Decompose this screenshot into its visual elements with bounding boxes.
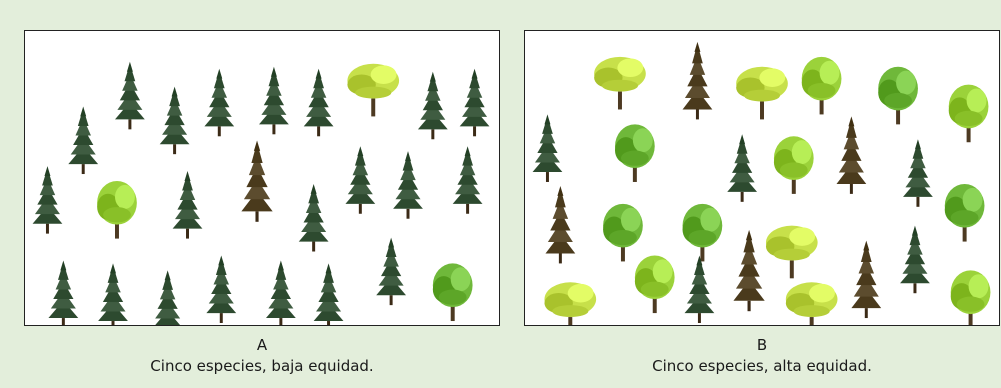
caption-a: A Cinco especies, baja equidad.: [24, 335, 500, 377]
brown-conifer-tree: [241, 140, 273, 222]
brown-conifer-tree: [682, 41, 713, 120]
wide-broadleaf-tree: [765, 225, 818, 279]
panel-a-forest: [32, 61, 490, 325]
lime-broadleaf-tree: [944, 183, 985, 242]
pine-tree: [303, 68, 334, 137]
lime-broadleaf-tree: [615, 124, 655, 182]
pine-tree: [727, 134, 758, 202]
pine-tree: [204, 68, 235, 137]
lime-broadleaf-tree: [432, 263, 473, 322]
pine-tree: [532, 114, 563, 182]
round-broadleaf-tree: [634, 255, 675, 314]
brown-conifer-tree: [545, 185, 576, 264]
lime-broadleaf-tree: [682, 203, 723, 262]
panel-a-caption: Cinco especies, baja equidad.: [150, 357, 374, 375]
pine-tree: [259, 66, 289, 135]
pine-tree: [32, 166, 63, 234]
pine-tree: [48, 260, 79, 325]
lime-broadleaf-tree: [878, 66, 918, 125]
pine-tree: [298, 183, 329, 252]
pine-tree: [172, 171, 203, 239]
wide-broadleaf-tree: [736, 66, 788, 120]
pine-tree: [98, 263, 128, 325]
pine-tree: [313, 263, 344, 325]
pine-tree: [903, 139, 933, 207]
pine-tree: [684, 255, 715, 324]
round-broadleaf-tree: [950, 270, 991, 325]
round-broadleaf-tree: [773, 136, 814, 194]
brown-conifer-tree: [851, 240, 882, 319]
wide-broadleaf-tree: [544, 282, 597, 325]
panel-b-label: B: [756, 336, 768, 354]
panel-b: [524, 30, 1000, 326]
wide-broadleaf-tree: [594, 56, 646, 110]
pine-tree: [155, 270, 181, 325]
wide-broadleaf-tree: [785, 282, 838, 325]
pine-tree: [115, 61, 145, 130]
pine-tree: [417, 71, 448, 140]
caption-b: B Cinco especies, alta equidad.: [524, 335, 1000, 377]
pine-tree: [68, 106, 99, 175]
round-broadleaf-tree: [948, 84, 989, 143]
brown-conifer-tree: [836, 116, 867, 194]
pine-tree: [159, 86, 190, 155]
pine-tree: [345, 146, 376, 214]
brown-conifer-tree: [733, 229, 765, 312]
pine-tree: [393, 151, 423, 219]
panel-b-caption: Cinco especies, alta equidad.: [652, 357, 872, 375]
round-broadleaf-tree: [97, 180, 137, 239]
pine-tree: [459, 68, 490, 137]
lime-broadleaf-tree: [603, 203, 643, 262]
pine-tree: [900, 225, 930, 294]
wide-broadleaf-tree: [347, 63, 400, 117]
pine-tree: [452, 146, 483, 214]
pine-tree: [265, 260, 296, 325]
pine-tree: [376, 237, 407, 306]
panel-b-forest: [532, 41, 991, 325]
panel-a-label: A: [256, 336, 268, 354]
pine-tree: [206, 255, 237, 324]
round-broadleaf-tree: [801, 56, 842, 115]
panel-a: [24, 30, 500, 326]
